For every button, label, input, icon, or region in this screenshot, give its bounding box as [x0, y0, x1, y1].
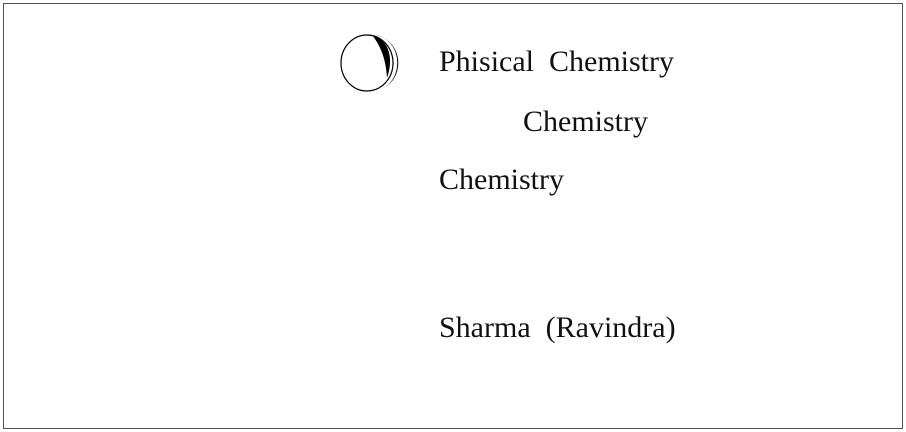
title-line-2: Chemistry [523, 105, 648, 138]
title-line-1: Phisical Chemistry [439, 45, 674, 78]
catalog-card: Phisical Chemistry Chemistry Chemistry S… [3, 3, 903, 429]
crescent-circle-icon [340, 34, 399, 92]
title-line-3: Chemistry [439, 163, 564, 196]
author-name: Sharma (Ravindra) [439, 311, 676, 344]
